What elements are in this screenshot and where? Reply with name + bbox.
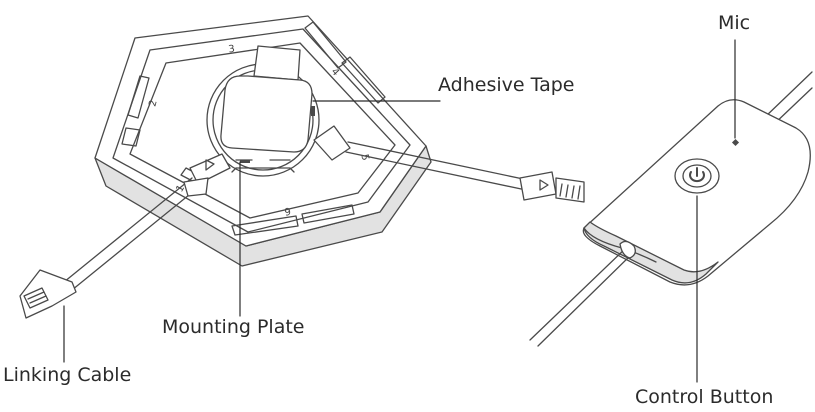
mic-hole [731, 138, 740, 147]
leader-lines [63, 39, 736, 383]
mic-label: Mic [718, 12, 751, 34]
edge-number-5: 5 [358, 153, 370, 162]
edge-number-2: 2 [147, 99, 159, 108]
edge-number-6: 6 [283, 204, 291, 216]
linking-cable-right [313, 125, 585, 203]
adhesive-tape [220, 45, 313, 153]
linking-cable-left [19, 153, 231, 319]
control-button-label: Control Button [635, 386, 774, 408]
controller-box [529, 71, 813, 347]
edge-number-1: 1 [174, 183, 187, 194]
control-button [674, 158, 720, 194]
edge-number-3: 3 [228, 44, 236, 56]
linking-cable-label: Linking Cable [3, 364, 132, 386]
adhesive-tape-label: Adhesive Tape [438, 74, 575, 96]
mounting-plate-label: Mounting Plate [162, 316, 305, 338]
